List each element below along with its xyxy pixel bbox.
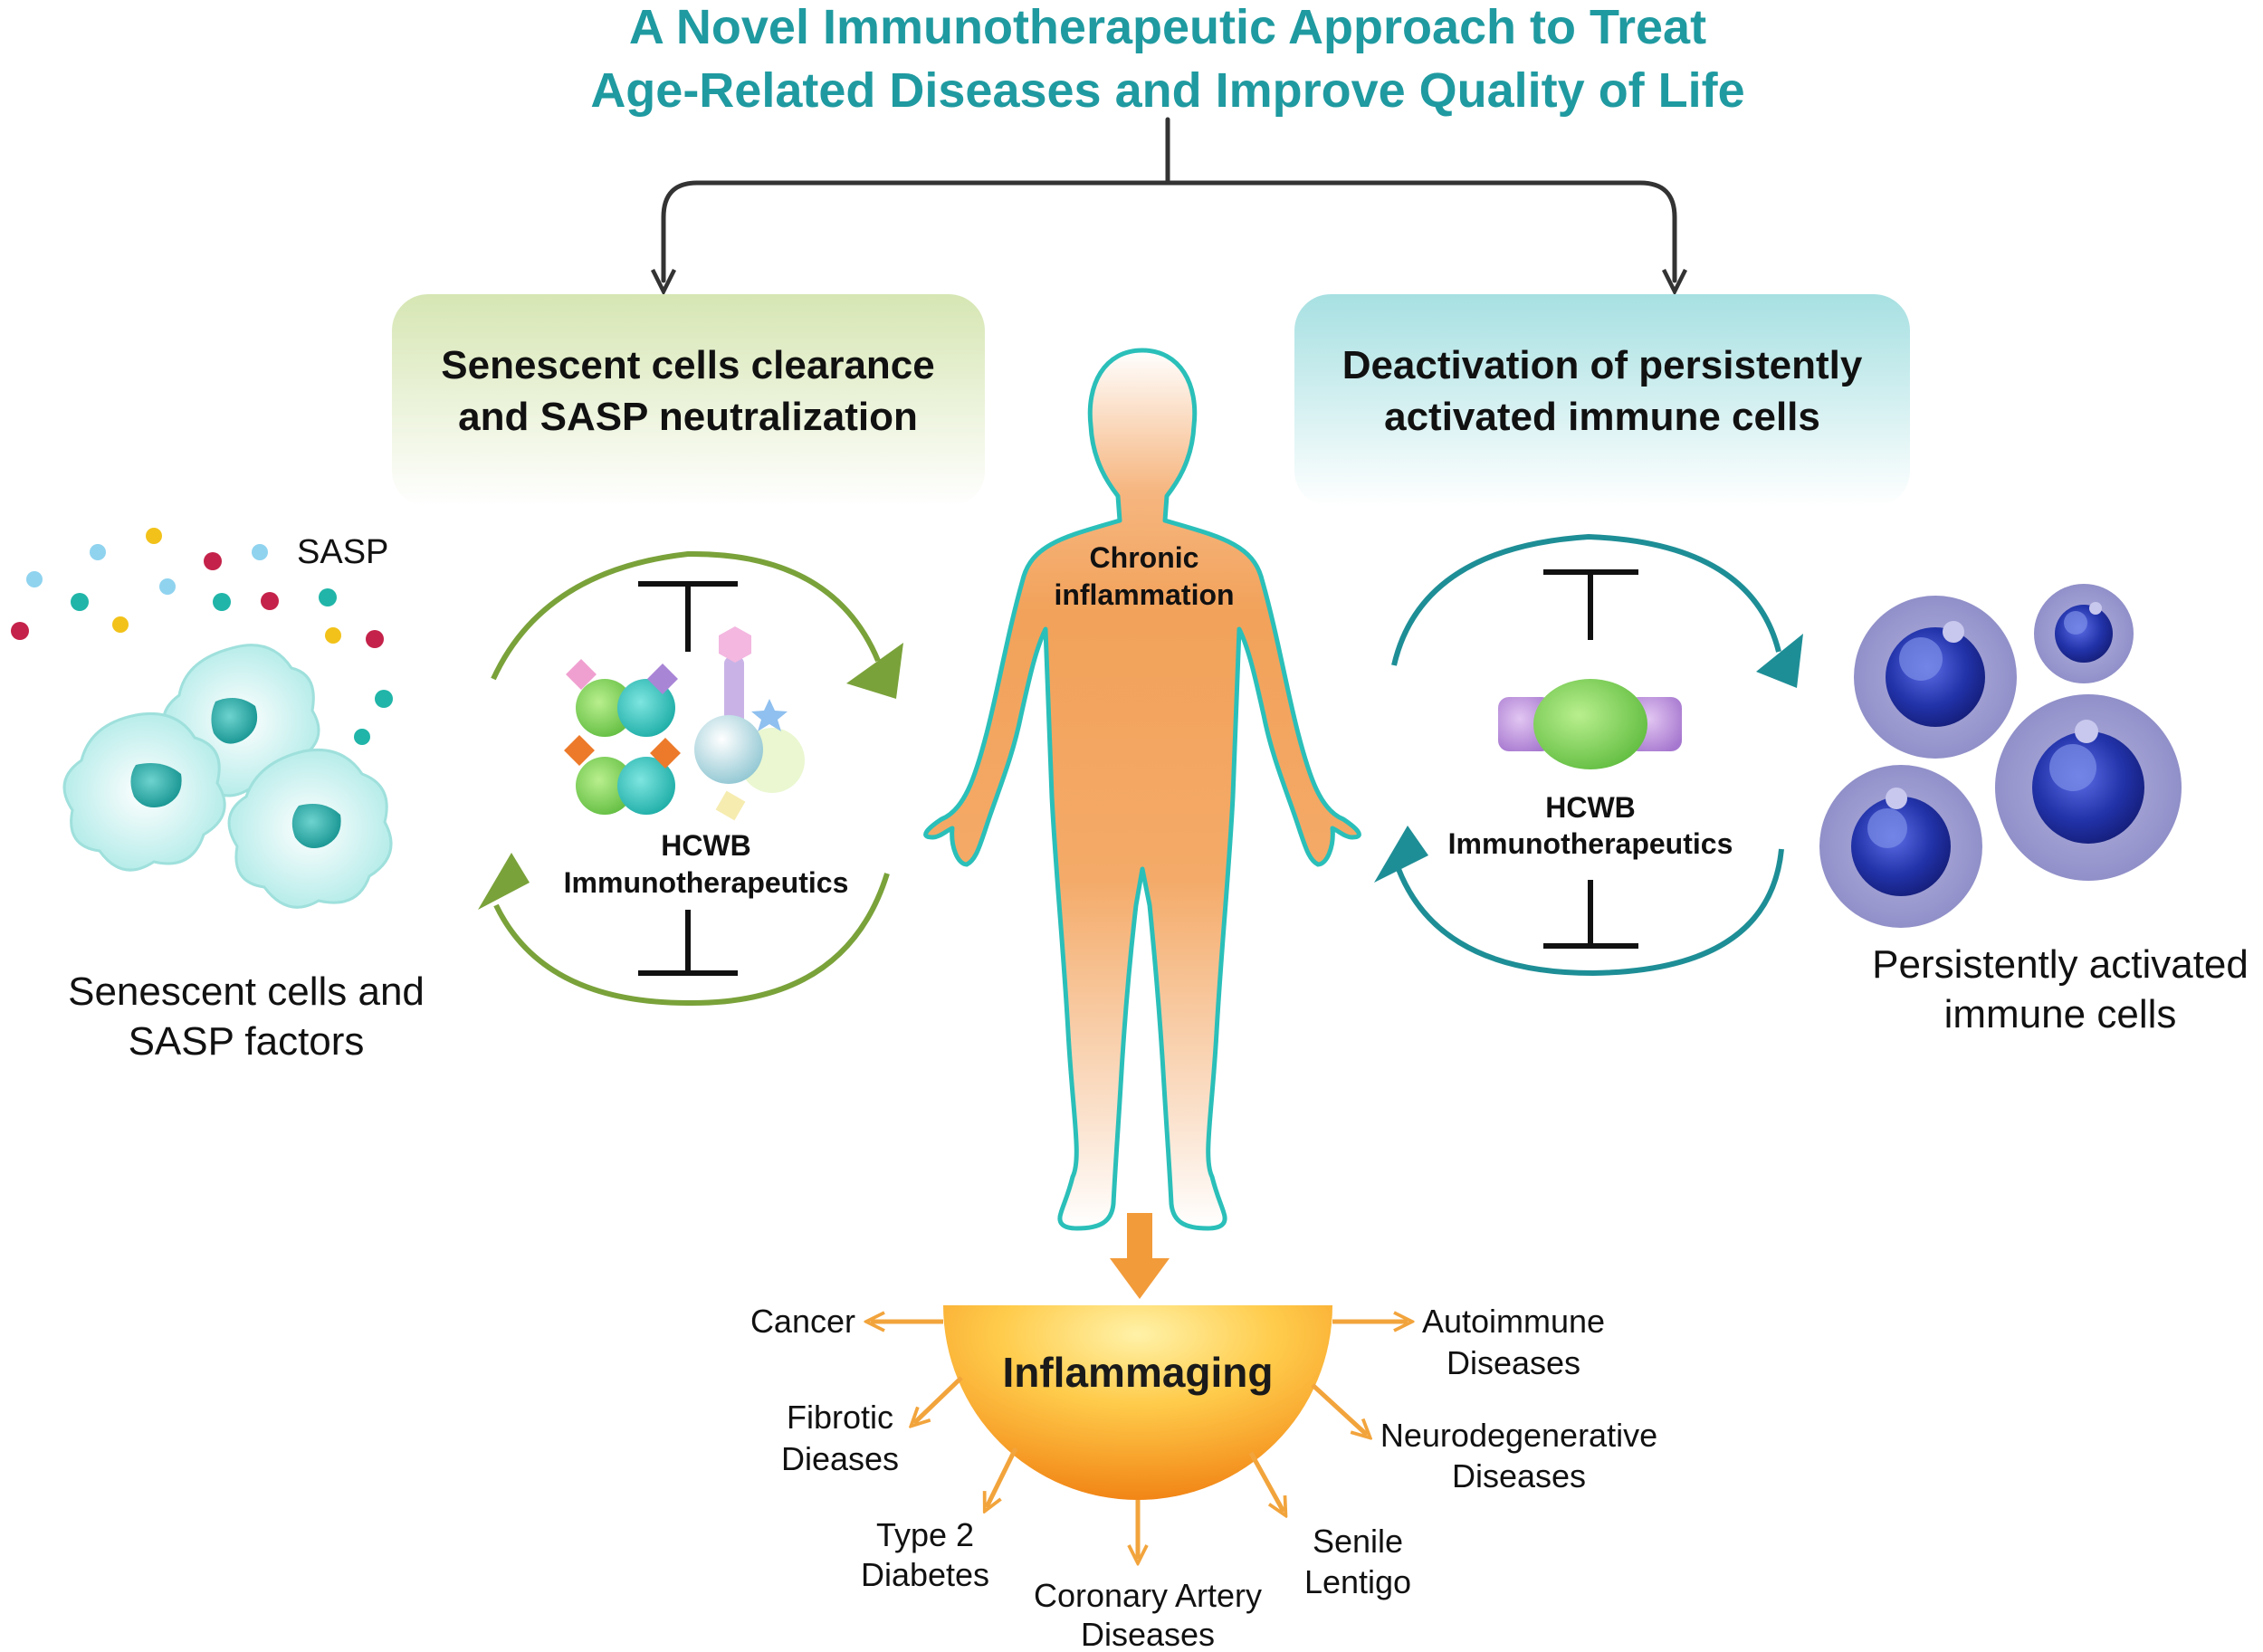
disease-senile-1: Senile bbox=[1313, 1523, 1403, 1560]
branch-connector bbox=[664, 117, 1675, 281]
disease-fibrotic-1: Fibrotic bbox=[787, 1399, 893, 1436]
right-box-line-1: Deactivation of persistently bbox=[1342, 343, 1863, 387]
disease-coronary-1: Coronary Artery bbox=[1034, 1577, 1262, 1614]
disease-autoimmune-1: Autoimmune bbox=[1422, 1303, 1605, 1340]
right-inhibit-bottom bbox=[1543, 880, 1638, 949]
right-inhibit-top bbox=[1543, 569, 1638, 640]
left-cycle-arrowhead-bottom bbox=[478, 853, 530, 910]
disease-fibrotic-2: Dieases bbox=[781, 1440, 899, 1477]
left-drug-label-1: HCWB bbox=[661, 829, 751, 862]
inflammaging-label: Inflammaging bbox=[1002, 1349, 1273, 1396]
left-caption-line-1: Senescent cells and bbox=[68, 969, 425, 1014]
left-approach-box bbox=[392, 294, 985, 507]
disease-coronary-2: Diseases bbox=[1081, 1616, 1215, 1652]
right-drug-label-2: Immunotherapeutics bbox=[1448, 827, 1733, 860]
body-label-2: inflammation bbox=[1054, 578, 1234, 611]
title-line-1: A Novel Immunotherapeutic Approach to Tr… bbox=[629, 0, 1706, 54]
left-caption-line-2: SASP factors bbox=[129, 1019, 365, 1064]
right-drug-molecule bbox=[1498, 679, 1682, 769]
left-box-line-1: Senescent cells clearance bbox=[441, 343, 934, 387]
left-cycle-arrows bbox=[491, 550, 890, 1007]
disease-neuro-2: Diseases bbox=[1452, 1457, 1586, 1494]
disease-autoimmune-2: Diseases bbox=[1447, 1344, 1580, 1381]
right-approach-box bbox=[1294, 294, 1910, 507]
senescent-cells bbox=[62, 644, 393, 909]
right-drug-label-1: HCWB bbox=[1545, 791, 1636, 824]
left-box-line-2: and SASP neutralization bbox=[458, 395, 918, 439]
left-inhibit-bottom bbox=[638, 910, 738, 976]
right-caption-line-2: immune cells bbox=[1944, 992, 2177, 1036]
human-body-silhouette bbox=[923, 348, 1361, 1231]
sasp-label: SASP bbox=[297, 533, 388, 571]
left-drug-label-2: Immunotherapeutics bbox=[564, 866, 849, 899]
disease-neuro-1: Neurodegenerative bbox=[1380, 1417, 1657, 1454]
right-cycle-arrowhead-top bbox=[1756, 634, 1803, 688]
inflammaging-hemisphere bbox=[943, 1305, 1332, 1500]
right-cycle-arrowhead-bottom bbox=[1374, 826, 1428, 883]
immune-cells bbox=[1819, 584, 2182, 928]
disease-arrows bbox=[871, 1322, 1408, 1559]
disease-diabetes-2: Diabetes bbox=[861, 1556, 989, 1593]
sasp-factor-dots bbox=[11, 528, 393, 745]
right-box-line-2: activated immune cells bbox=[1384, 395, 1820, 439]
disease-cancer: Cancer bbox=[750, 1303, 855, 1340]
disease-diabetes-1: Type 2 bbox=[876, 1516, 974, 1553]
left-drug-molecules bbox=[564, 626, 805, 821]
right-caption-line-1: Persistently activated bbox=[1872, 942, 2249, 987]
body-label-1: Chronic bbox=[1090, 541, 1199, 574]
disease-senile-2: Lentigo bbox=[1304, 1563, 1411, 1600]
right-cycle-arrows bbox=[1391, 533, 1784, 977]
title-line-2: Age-Related Diseases and Improve Quality… bbox=[590, 63, 1744, 118]
down-arrow bbox=[1110, 1213, 1170, 1299]
left-inhibit-top bbox=[638, 581, 738, 652]
left-cycle-arrowhead-top bbox=[846, 643, 903, 699]
